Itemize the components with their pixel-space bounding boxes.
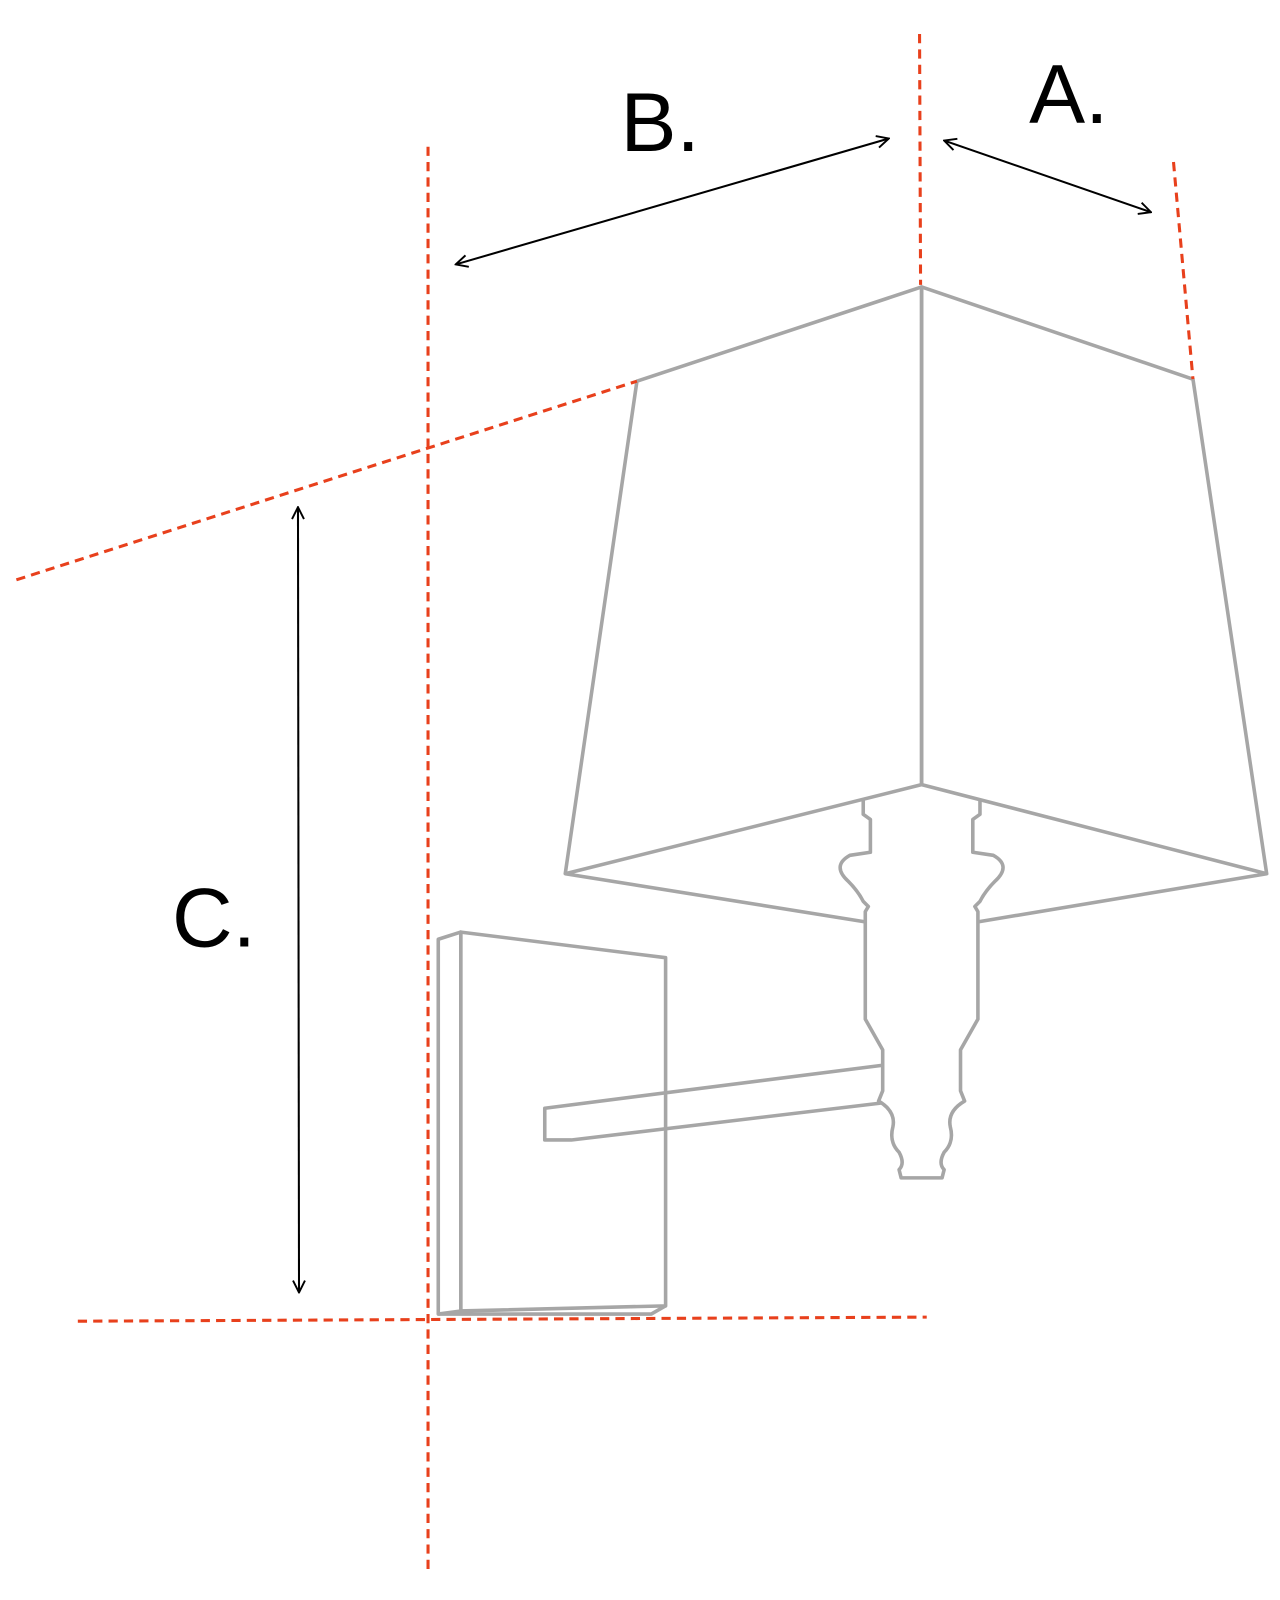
dimension-arrow-c (298, 507, 299, 1292)
lamp-shade (563, 285, 1269, 924)
dimension-arrow-b (456, 138, 889, 264)
label-a: A. (1029, 47, 1108, 141)
dimension-arrow-a (944, 141, 1151, 213)
dimension-guides (15, 34, 1195, 1573)
wall-backplate (436, 930, 668, 1316)
label-c: C. (172, 870, 256, 964)
label-b: B. (621, 75, 700, 169)
sconce-arm (542, 1063, 883, 1142)
lamp-stem (838, 798, 1005, 1180)
